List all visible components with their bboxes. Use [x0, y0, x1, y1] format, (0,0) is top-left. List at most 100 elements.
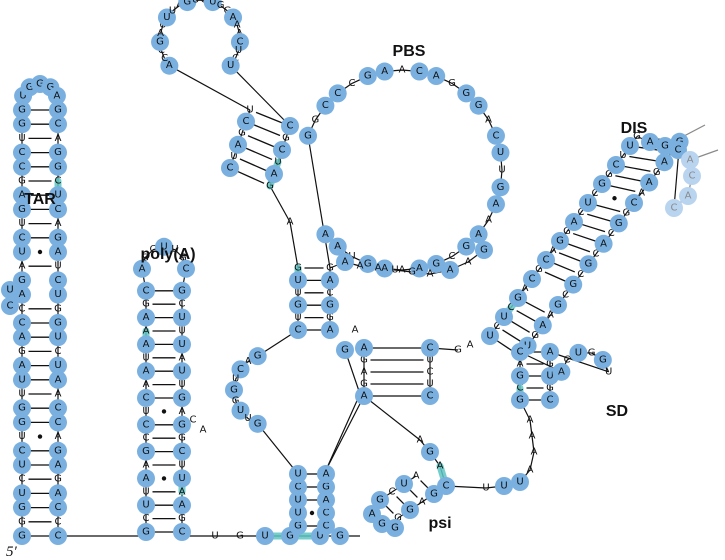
backbone-segment: [394, 269, 413, 273]
svg-text:G: G: [312, 115, 320, 126]
svg-text:C: C: [592, 188, 599, 199]
svg-text:U: U: [18, 374, 25, 385]
svg-text:U: U: [235, 45, 242, 56]
svg-text:U: U: [246, 105, 253, 116]
svg-text:C: C: [179, 299, 186, 310]
svg-text:A: A: [531, 447, 538, 458]
pbs-loop-nt-5: G: [358, 67, 377, 86]
base-pair-line: [608, 184, 636, 193]
svg-text:U: U: [178, 460, 185, 471]
svg-text:A: A: [413, 471, 420, 482]
svg-text:G: G: [254, 418, 262, 429]
svg-text:G: G: [18, 204, 26, 215]
svg-text:C: C: [295, 482, 302, 493]
tar-l10: U: [18, 389, 25, 400]
svg-text:A: A: [166, 60, 173, 71]
psi-left-nt-0: G: [371, 491, 389, 509]
u5-upper-l3: U: [294, 287, 301, 298]
base-pair-line: [243, 146, 273, 161]
svg-text:U: U: [575, 347, 582, 358]
polya-r9: A: [179, 406, 186, 417]
u5-lower-r4: A: [317, 465, 335, 483]
svg-text:G: G: [653, 167, 661, 178]
svg-text:U: U: [18, 247, 25, 258]
tar-bulge-c: C: [1, 297, 19, 315]
tar-l30: G: [13, 101, 31, 119]
svg-text:C: C: [389, 487, 396, 498]
sd-linker-nt-3: A: [527, 465, 534, 476]
sd-r1: G: [546, 383, 554, 394]
backbone-segment: [169, 65, 251, 111]
sd-r0: C: [541, 391, 559, 409]
svg-text:G: G: [599, 354, 607, 365]
polya-r6: C: [173, 442, 191, 461]
svg-text:A: A: [437, 461, 444, 472]
svg-text:A: A: [475, 229, 482, 240]
svg-text:C: C: [183, 263, 190, 274]
top-loop-nt-1: C: [161, 53, 168, 64]
svg-text:A: A: [287, 217, 294, 228]
svg-text:G: G: [326, 263, 334, 274]
svg-text:A: A: [55, 488, 62, 499]
pbs-loop-nt-11: G: [457, 84, 476, 103]
svg-text:U: U: [294, 312, 301, 323]
svg-text:C: C: [295, 325, 302, 336]
svg-text:A: A: [230, 12, 237, 23]
svg-text:C: C: [443, 481, 450, 492]
sd-loop-nt-5: U: [605, 366, 612, 377]
svg-text:C: C: [543, 255, 550, 266]
pbs-loop-nt-14: C: [486, 126, 505, 145]
pbs-loop-nt-22: C: [449, 251, 456, 262]
backbone-segment: [325, 395, 365, 471]
svg-text:G: G: [232, 395, 240, 406]
backbone-segment: [269, 185, 291, 223]
svg-text:G: G: [569, 279, 577, 290]
svg-text:A: A: [527, 465, 534, 476]
svg-text:A: A: [517, 359, 524, 370]
svg-text:A: A: [179, 352, 186, 363]
svg-text:C: C: [55, 204, 62, 215]
svg-text:U: U: [294, 469, 301, 480]
svg-text:A: A: [558, 366, 565, 377]
tar-l9: G: [13, 399, 31, 418]
tar-r30: G: [49, 101, 67, 119]
tar-l20: U: [13, 243, 31, 261]
svg-text:C: C: [143, 513, 150, 524]
svg-text:G: G: [266, 181, 274, 192]
polya-r5: U: [178, 460, 185, 471]
svg-text:C: C: [161, 53, 168, 64]
pbs-loop-nt-18: A: [486, 195, 505, 214]
svg-text:A: A: [447, 265, 454, 276]
svg-text:G: G: [462, 241, 470, 252]
svg-text:A: A: [55, 460, 62, 471]
svg-text:C: C: [279, 145, 286, 156]
tar-r24: U: [49, 186, 67, 205]
dis-left-nt-6: C: [523, 270, 541, 288]
u5-upper-r4: A: [321, 271, 339, 290]
svg-text:A: A: [357, 261, 364, 272]
svg-text:G: G: [18, 531, 26, 542]
svg-text:U: U: [54, 289, 61, 300]
u5-upper-r2: G: [321, 296, 339, 315]
backbone-segment: [172, 5, 180, 12]
svg-text:G: G: [360, 355, 368, 366]
svg-text:C: C: [323, 508, 330, 519]
junction-r3: U: [426, 355, 433, 366]
base-pair-line: [558, 252, 583, 263]
top-stem-right-nt-0: G: [266, 181, 274, 192]
base-pair-line: [544, 271, 568, 283]
top-loop-nt-18: C: [230, 32, 249, 51]
svg-text:G: G: [18, 346, 26, 357]
svg-text:A: A: [271, 169, 278, 180]
tar-l18: G: [13, 271, 31, 290]
top-loop-nt-10: U: [192, 0, 199, 6]
svg-text:A: A: [369, 509, 376, 520]
pbs-loop-nt-13: A: [485, 115, 492, 126]
junction-r0: C: [421, 387, 439, 405]
svg-text:G: G: [326, 300, 334, 311]
svg-text:G: G: [546, 383, 554, 394]
svg-text:C: C: [7, 301, 14, 312]
svg-text:U: U: [178, 473, 185, 484]
polya-l4: A: [137, 469, 155, 488]
gu-wobble-dot: [612, 196, 617, 201]
